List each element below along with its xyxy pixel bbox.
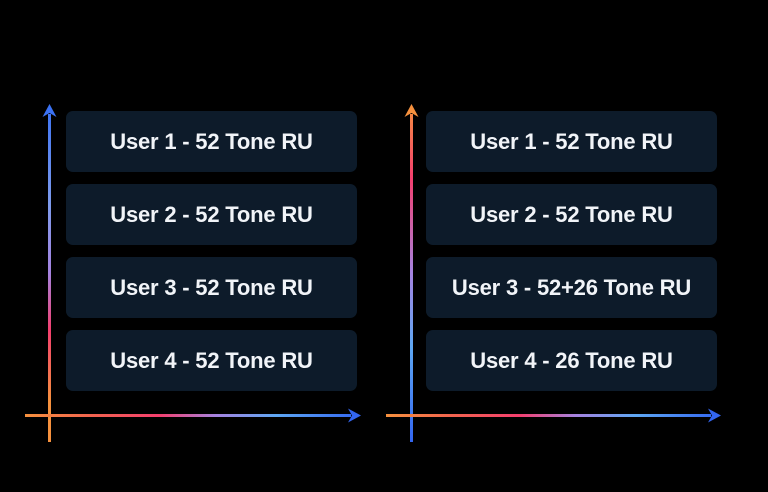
left-user4-label: User 4 - 52 Tone RU [110,347,313,373]
left-x-axis-arrowhead-icon [348,408,361,423]
left-y-axis-arrowhead-icon [42,104,57,117]
left-user2-label: User 2 - 52 Tone RU [110,201,313,227]
right-user3-label: User 3 - 52+26 Tone RU [451,274,692,300]
right-y-axis-arrowhead-icon [404,104,419,117]
left-user1-box: User 1 - 52 Tone RU [66,111,357,172]
right-user4-label: User 4 - 26 Tone RU [470,347,673,373]
left-user3-label: User 3 - 52 Tone RU [110,274,313,300]
left-user2-box: User 2 - 52 Tone RU [66,184,357,245]
right-user3-box: User 3 - 52+26 Tone RU [426,257,717,318]
right-user2-box: User 2 - 52 Tone RU [426,184,717,245]
right-user2-label: User 2 - 52 Tone RU [470,201,673,227]
left-axes [25,104,361,442]
right-user4-box: User 4 - 26 Tone RU [426,330,717,391]
left-user4-box: User 4 - 52 Tone RU [66,330,357,391]
right-user1-label: User 1 - 52 Tone RU [470,128,673,154]
left-user1-label: User 1 - 52 Tone RU [110,128,313,154]
right-user1-box: User 1 - 52 Tone RU [426,111,717,172]
right-axes [386,104,721,442]
left-user3-box: User 3 - 52 Tone RU [66,257,357,318]
right-x-axis-arrowhead-icon [708,408,721,423]
